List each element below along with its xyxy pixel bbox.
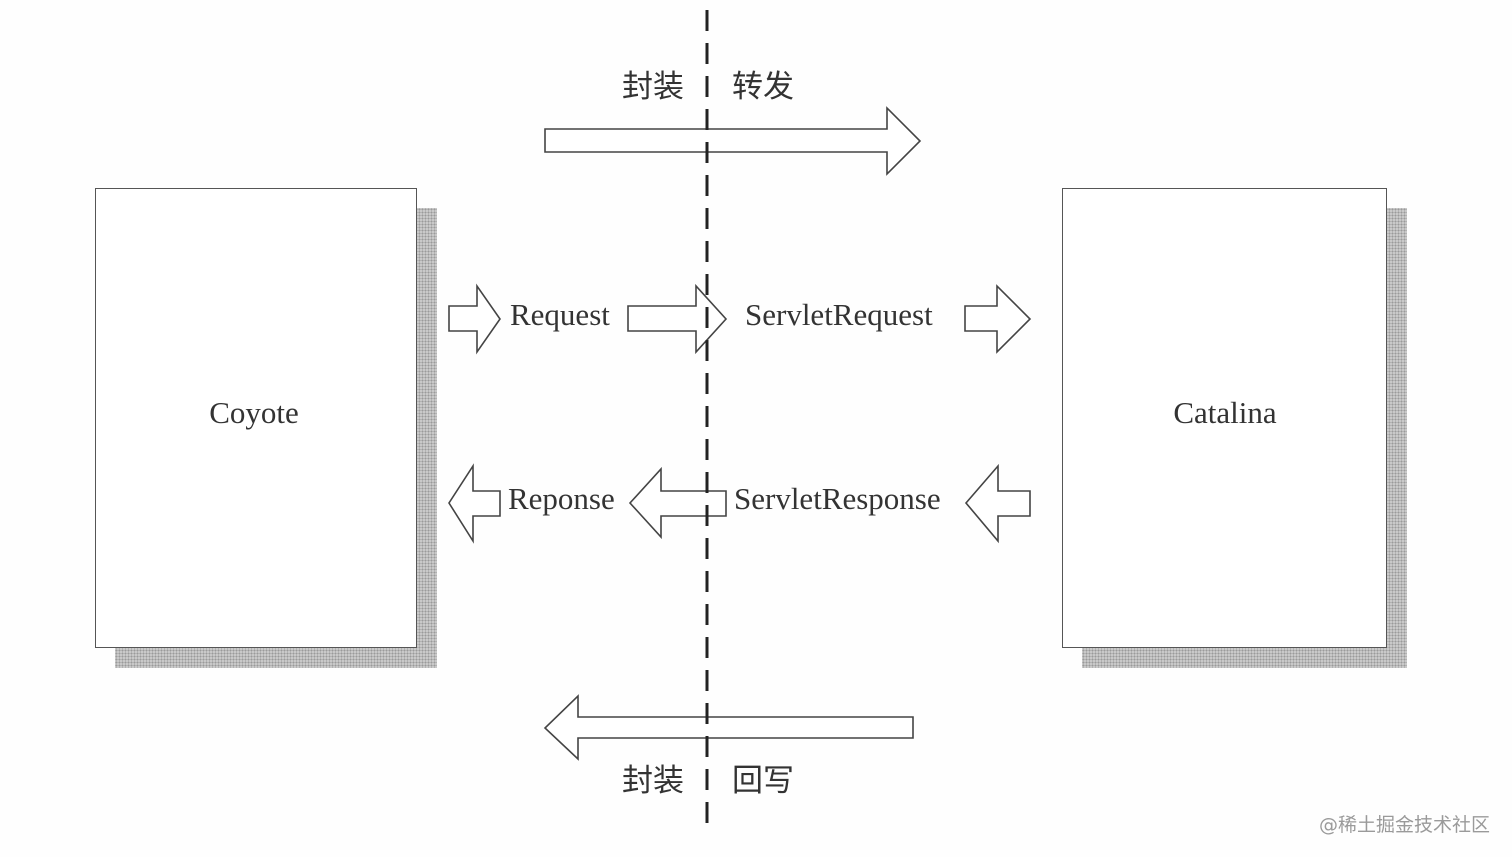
request-arrow-1 [448, 283, 501, 355]
bottom-encapsulate-label: 封装 [622, 763, 684, 799]
response-arrow-3 [448, 463, 501, 544]
reponse-label: Reponse [508, 481, 615, 516]
request-arrow-2 [627, 283, 728, 355]
bottom-writeback-label: 回写 [732, 763, 794, 799]
watermark: @稀土掘金技术社区 [1318, 814, 1490, 836]
bottom-writeback-arrow [543, 694, 914, 761]
catalina-box [1062, 188, 1387, 648]
coyote-label: Coyote [209, 395, 299, 430]
request-label: Request [510, 297, 610, 332]
response-arrow-1 [964, 463, 1031, 544]
servlet-response-label: ServletResponse [734, 481, 941, 516]
servlet-request-label: ServletRequest [745, 297, 933, 332]
top-encapsulate-label: 封装 [622, 69, 684, 105]
request-arrow-3 [964, 284, 1032, 354]
top-forward-arrow [544, 106, 922, 176]
catalina-label: Catalina [1173, 395, 1277, 430]
coyote-box [95, 188, 417, 648]
response-arrow-2 [628, 466, 727, 540]
top-forward-label: 转发 [732, 69, 794, 105]
